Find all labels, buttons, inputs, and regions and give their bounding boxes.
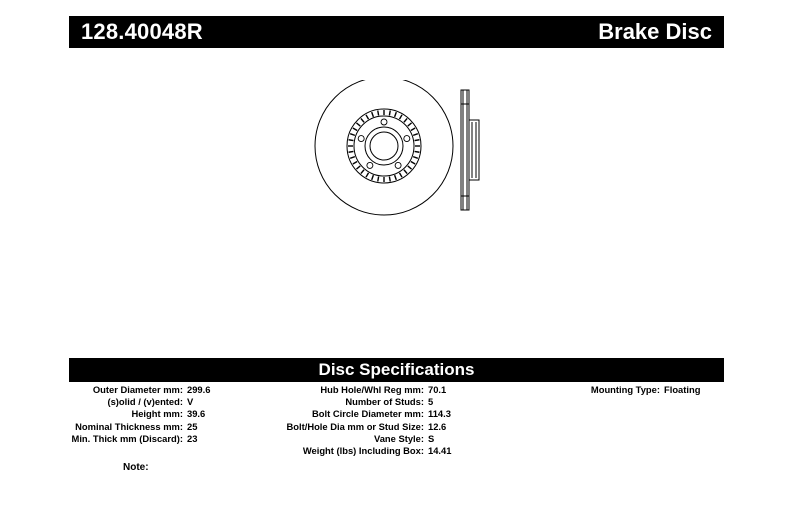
spec-label: Vane Style: [373,432,424,444]
vent-vane [398,172,403,178]
spec-value: Floating [664,384,701,395]
spec-row: (s)olid / (v)ented: V [0,396,210,408]
spec-value: 114.3 [428,408,451,420]
vent-vane [414,139,420,142]
vent-vane [410,127,416,132]
vent-vane [388,176,391,182]
spec-value: 70.1 [428,384,447,395]
spec-value: 39.6 [187,408,206,420]
specs-column-3: Mounting Type: Floating [520,384,701,396]
stud-hole [357,135,365,143]
spec-value: 14.41 [428,445,452,457]
vent-vane [388,110,391,116]
vent-vane [403,169,408,175]
vent-vane [407,165,413,170]
spec-row: Number of Studs: 5 [260,396,451,408]
spec-label: (s)olid / (v)ented: [107,396,183,408]
stud-hole [380,118,388,126]
vent-vane [393,111,397,118]
spec-label: Mounting Type: [590,384,660,395]
vent-vane [412,133,419,137]
spec-label: Bolt/Hole Dia mm or Stud Size: [286,420,424,432]
part-number: 128.40048R [81,19,203,44]
vent-vane [355,165,361,170]
vent-vane [371,111,375,118]
spec-row: Min. Thick mm (Discard): 23 [0,433,210,445]
spec-row: Weight (lbs) Including Box: 14.41 [260,445,452,457]
spec-row: Hub Hole/Whl Reg mm: 70.1 [260,384,451,396]
spec-label: Hub Hole/Whl Reg mm: [320,384,424,395]
vent-vane [352,127,358,132]
vent-vane [348,150,354,153]
spec-row: Height mm: 39.6 [0,408,210,420]
vent-vane [352,160,358,165]
vent-vane [398,114,403,120]
header-bar: 128.40048R Brake Disc [69,16,724,48]
specs-column-1: Outer Diameter mm: 299.6 (s)olid / (v)ent… [0,384,211,445]
vent-vane [377,176,380,182]
vent-vane [377,110,380,116]
spec-row: Outer Diameter mm: 299.6 [0,384,211,396]
product-type: Brake Disc [598,19,712,44]
spec-value: 23 [187,432,198,444]
vent-vane [414,150,420,153]
spec-value: 12.6 [428,420,447,432]
spec-row: Bolt/Hole Dia mm or Stud Size: 12.6 [260,421,451,433]
spec-row: Bolt Circle Diameter mm: 114.3 [260,408,451,420]
spec-value: 25 [187,420,198,432]
spec-value: S [428,432,435,444]
disc-side-view [460,89,480,211]
note-label: Note: [123,462,149,473]
vent-vane [360,169,365,175]
vent-vane [365,114,370,120]
spec-row: Mounting Type: Floating [520,384,701,396]
stud-hole [366,161,374,169]
vent-vane [371,174,375,181]
vent-vane [348,139,354,142]
spec-row: Nominal Thickness mm: 25 [0,421,210,433]
vent-vane [355,122,361,127]
vent-vane [349,155,356,159]
vent-vane [410,160,416,165]
spec-label: Number of Studs: [345,396,424,408]
stud-hole [394,161,402,169]
spec-row: Vane Style: S [260,433,451,445]
vent-vane [393,174,397,181]
vent-vane [412,155,419,159]
spec-value: 299.6 [187,384,211,395]
spec-label: Nominal Thickness mm: [75,420,183,432]
specs-title: Disc Specifications [69,358,724,382]
spec-label: Height mm: [131,408,183,420]
brake-disc-drawing [314,80,480,216]
specs-column-2: Hub Hole/Whl Reg mm: 70.1 Number of Studs… [260,384,451,457]
vent-vane [349,133,356,137]
vent-vane [403,117,408,123]
stud-hole [403,135,411,143]
spec-label: Weight (lbs) Including Box: [302,445,424,457]
spec-value: 5 [428,396,434,408]
spec-label: Bolt Circle Diameter mm: [311,408,424,420]
spec-label: Outer Diameter mm: [92,384,183,395]
vent-vane [360,117,365,123]
spec-value: V [187,396,194,408]
vent-vane [407,122,413,127]
disc-face-view [314,80,454,216]
spec-label: Min. Thick mm (Discard): [71,432,183,444]
vent-vane [365,172,370,178]
